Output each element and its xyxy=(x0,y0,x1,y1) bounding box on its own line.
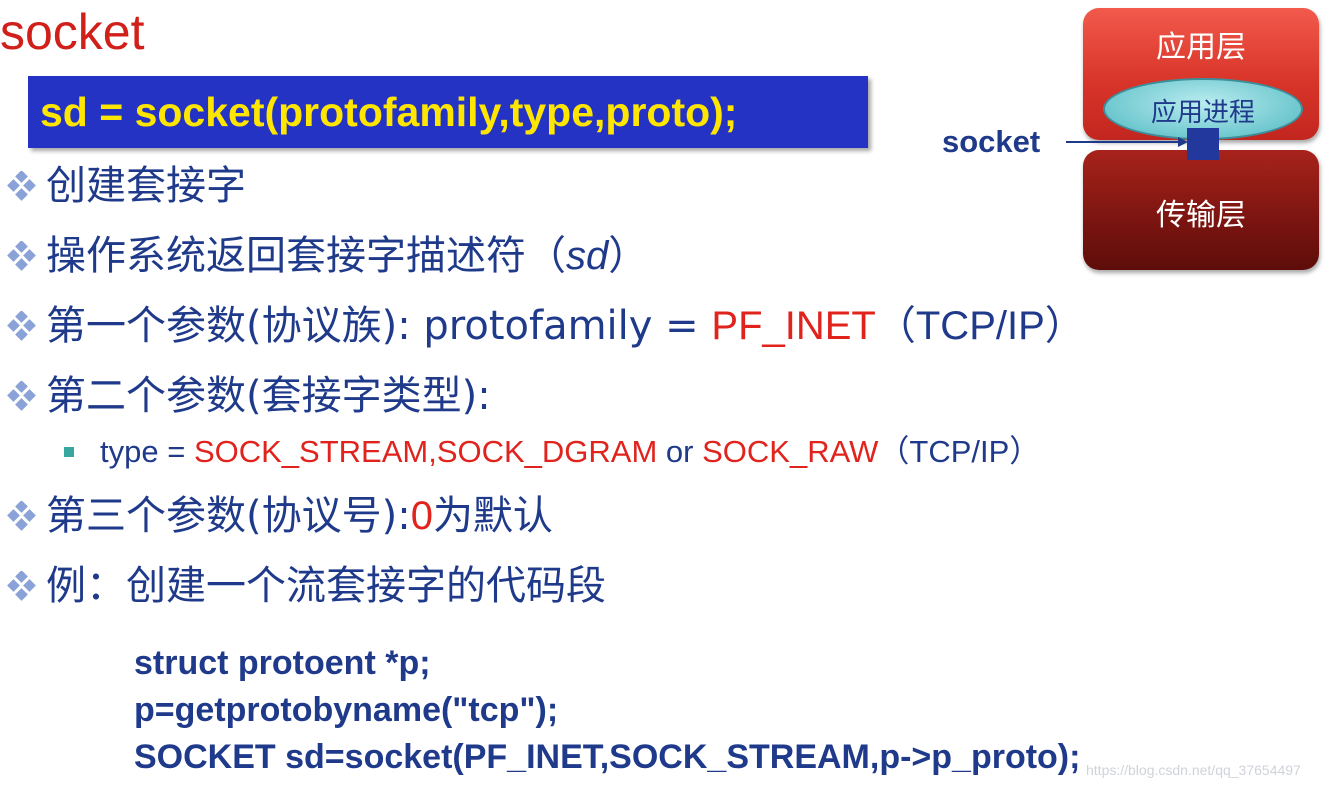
bullet-close-paren: ） xyxy=(608,233,649,279)
code-line: p=getprotobyname("tcp"); xyxy=(134,691,559,729)
bullet-text: 第一个参数(协议族): protofamily = xyxy=(46,303,712,349)
arrow-right-icon xyxy=(1066,137,1188,147)
banner-code: sd = socket(protofamily,type,proto); xyxy=(40,89,738,135)
square-bullet-icon xyxy=(64,447,74,457)
application-process-label: 应用进程 xyxy=(1150,98,1255,128)
bullet-text: 第三个参数(协议号): xyxy=(46,493,411,539)
socket-layer-diagram: 应用层 应用进程 传输层 socket xyxy=(940,0,1334,280)
pf-inet-value: PF_INET xyxy=(711,304,876,348)
diamond-bullet-icon xyxy=(7,171,36,201)
sub-suffix: （TCP/IP） xyxy=(878,434,1041,469)
proto-default-value: 0 xyxy=(410,494,433,538)
slide-title: socket xyxy=(0,4,145,60)
diamond-bullet-icon xyxy=(7,571,36,601)
sub-or: or xyxy=(657,434,703,469)
diamond-bullet-icon xyxy=(7,311,36,341)
bullet-text: 第二个参数(套接字类型): xyxy=(46,373,491,419)
diamond-bullet-icon xyxy=(7,501,36,531)
code-line: struct protoent *p; xyxy=(134,644,431,682)
bullet-suffix: （TCP/IP） xyxy=(875,304,1085,348)
code-line: SOCKET sd=socket(PF_INET,SOCK_STREAM,p->… xyxy=(134,738,1081,776)
diamond-bullet-icon xyxy=(7,241,36,271)
application-layer-label: 应用层 xyxy=(1156,30,1246,65)
diamond-bullet-icon xyxy=(7,381,36,411)
socket-interface-square xyxy=(1187,128,1219,160)
bullet-text: 例：创建一个流套接字的代码段 xyxy=(46,563,606,609)
sub-prefix: type = xyxy=(100,434,194,469)
watermark: https://blog.csdn.net/qq_37654497 xyxy=(1086,762,1301,778)
type-value-stream-dgram: SOCK_STREAM,SOCK_DGRAM xyxy=(193,434,658,469)
transport-layer-box: 传输层 xyxy=(1083,150,1319,270)
bullet-text: 操作系统返回套接字描述符（ xyxy=(46,233,566,279)
sd-variable: sd xyxy=(566,234,609,278)
transport-layer-label: 传输层 xyxy=(1156,198,1246,233)
socket-label: socket xyxy=(942,124,1041,159)
bullet-suffix: 为默认 xyxy=(432,493,553,539)
type-value-raw: SOCK_RAW xyxy=(702,434,879,469)
bullet-text: 创建套接字 xyxy=(46,163,246,209)
code-example: struct protoent *p; p=getprotobyname("tc… xyxy=(134,640,1080,781)
code-banner: sd = socket(protofamily,type,proto); xyxy=(28,76,868,148)
